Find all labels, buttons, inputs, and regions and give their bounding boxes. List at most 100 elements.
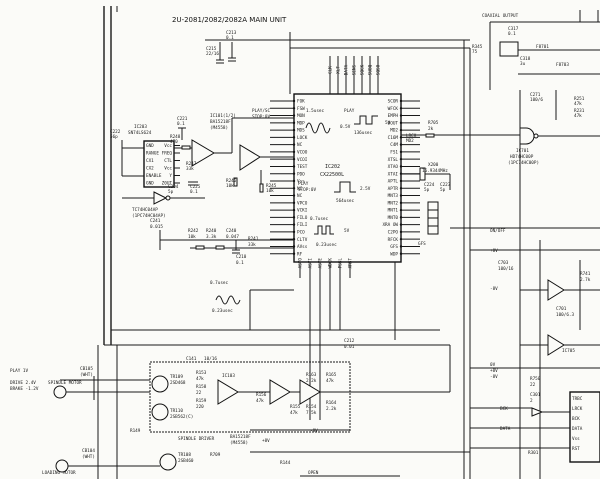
- coaxial-output-label: COAXIAL OUTPUT: [482, 13, 519, 19]
- ic202-pin-left: AVss: [297, 244, 308, 250]
- ic101-opamp: IC101(1/2) BA15218F (M4558): [174, 113, 294, 167]
- svg-text:R158: R158: [196, 384, 207, 390]
- svg-text:PLAY/SC: PLAY/SC: [252, 108, 271, 114]
- ic202-pin-left: FILI: [297, 222, 308, 228]
- br-ic-pin: Vss: [572, 436, 580, 442]
- c213-capacitor: C213 0.1: [226, 30, 237, 62]
- svg-text:3.3k: 3.3k: [206, 234, 217, 240]
- ic202-pin-left: MDS: [297, 128, 305, 134]
- ic202-pin-left: NC: [297, 142, 303, 148]
- ic203-pin-right: Z0UT: [162, 181, 173, 187]
- svg-text:R750: R750: [530, 376, 541, 382]
- ic202-pin-right: C4M: [390, 142, 398, 148]
- ic202-pin-right: MNT1: [388, 208, 399, 214]
- ic202-pin-left: NC: [297, 193, 303, 199]
- ic202-pin-right: APTR: [388, 186, 399, 192]
- c204-capacitor: C204 5p: [168, 184, 179, 195]
- svg-text:X200: X200: [428, 162, 439, 168]
- svg-text:3u: 3u: [520, 61, 526, 67]
- ic202-pin-top: SUBQ: [368, 64, 374, 75]
- svg-text:33k: 33k: [186, 166, 194, 172]
- svg-text:C703: C703: [498, 260, 509, 266]
- svg-text:2SB562(C): 2SB562(C): [170, 414, 193, 420]
- ic202-pin-bottom: ASYO: [298, 258, 304, 269]
- ic202-pin-top: SENS: [352, 64, 358, 75]
- svg-text:(1PC74HC04AP): (1PC74HC04AP): [132, 213, 166, 219]
- ic203-pin-right: CTL: [164, 158, 172, 164]
- loading-motor: LOADING MOTOR CB104 (WHT): [42, 448, 160, 476]
- ic202-pin-right: WDP: [390, 251, 398, 257]
- c225-capacitor: C225 0.1: [188, 181, 201, 195]
- svg-text:22: 22: [196, 390, 202, 396]
- ic202-pin-right: SCOR: [388, 99, 399, 105]
- svg-text:STOP:0V: STOP:0V: [298, 187, 317, 193]
- signal-labels-right: LRCK MD2 ON/OFF +8V -8V 0V +8V -8V: [406, 133, 600, 380]
- svg-text:1.5usec: 1.5usec: [306, 108, 325, 114]
- br-ic-pin: RST: [572, 446, 580, 452]
- ic202-pin-left: LOCK: [297, 135, 308, 141]
- ic203-pin-right: Vcc: [164, 166, 172, 172]
- br-ic-pin: BCK: [572, 416, 580, 422]
- ic202-pin-top: DATA: [344, 64, 350, 75]
- svg-text:MD2: MD2: [406, 138, 414, 144]
- r248-resistor: R248 470: [170, 134, 191, 150]
- svg-text:136usec: 136usec: [354, 130, 373, 136]
- ic202-pin-right: RFCK: [388, 237, 399, 243]
- svg-text:10k: 10k: [226, 183, 234, 189]
- ic202-pin-right: XRA OW: [382, 222, 398, 228]
- ic202-pin-top: SQSO: [376, 64, 382, 75]
- ic202-pin-right: GFS: [390, 244, 398, 250]
- svg-text:CB104: CB104: [82, 448, 95, 454]
- svg-text:(WHT): (WHT): [82, 454, 95, 460]
- svg-text:(M4558): (M4558): [230, 440, 248, 446]
- svg-text:0.5V: 0.5V: [340, 124, 351, 130]
- ic202-pin-bottom: ASYI: [308, 258, 314, 269]
- svg-text:R153: R153: [196, 370, 207, 376]
- ic202-pin-left: RF: [297, 251, 303, 257]
- ic204-inverter: TC74HC04AP (1PC74HC04AP): [122, 191, 205, 219]
- svg-text:22/16: 22/16: [206, 51, 219, 57]
- svg-text:10k: 10k: [188, 234, 196, 240]
- waveform-5: 0.7usec 0.23usec: [210, 280, 241, 314]
- ic203-part: SN74LS624: [128, 130, 152, 136]
- svg-text:R245: R245: [266, 183, 277, 189]
- svg-text:R149: R149: [130, 428, 141, 434]
- svg-text:C241: C241: [150, 218, 161, 224]
- svg-text:+8V: +8V: [490, 248, 498, 254]
- svg-text:R231: R231: [574, 108, 585, 114]
- ic203-pin-left: GND: [146, 181, 154, 187]
- ic202-pin-bottom: XRST: [348, 258, 354, 269]
- svg-text:C141: C141: [186, 356, 197, 362]
- svg-text:(WHT): (WHT): [80, 372, 93, 378]
- svg-text:TR110: TR110: [170, 408, 183, 414]
- svg-text:DATA: DATA: [500, 426, 511, 432]
- r245-resistor: R245 10k: [259, 170, 277, 194]
- svg-text:0.1: 0.1: [226, 35, 234, 41]
- svg-text:C204: C204: [168, 184, 179, 190]
- coax-output: R345 75 C317 0.1 C318 3u F8701 F8703: [472, 10, 600, 90]
- ic202-top-bus: [205, 32, 470, 94]
- bottom-rails: +8V -8V OPEN: [250, 345, 470, 477]
- svg-text:R164: R164: [326, 400, 337, 406]
- svg-text:2k: 2k: [428, 126, 434, 132]
- svg-text:0.1: 0.1: [236, 260, 244, 266]
- svg-text:0.23usec: 0.23usec: [212, 308, 233, 314]
- ic202-pin-right: FS1: [390, 150, 398, 156]
- ic202-pin-left: FOK: [297, 99, 305, 105]
- ic701-nand: R705 2k IC701 HD74HC00P (1PC74HC00P): [401, 120, 600, 166]
- svg-text:R155: R155: [290, 404, 301, 410]
- svg-text:2SB460: 2SB460: [178, 458, 194, 464]
- ic202-pin-left: Vss: [297, 179, 305, 185]
- ic203-pin-left: GND: [146, 143, 154, 149]
- svg-text:C240: C240: [226, 228, 237, 234]
- page-title: 2U-2081/2082/2082A MAIN UNIT: [172, 16, 287, 24]
- svg-text:2SD468: 2SD468: [170, 380, 186, 386]
- svg-text:-8V: -8V: [310, 428, 318, 434]
- ic202-pin-left: VCKI: [297, 208, 308, 214]
- svg-text:C223: C223: [440, 182, 451, 188]
- ic202-pin-right: C2PO: [388, 230, 399, 236]
- ic202-right-pins: SCORWFCKEMPHDOUTMD2C16MC4MFS1XTSLXTAOXTA…: [382, 99, 420, 257]
- ic202-pin-bottom: PSSL: [338, 258, 344, 269]
